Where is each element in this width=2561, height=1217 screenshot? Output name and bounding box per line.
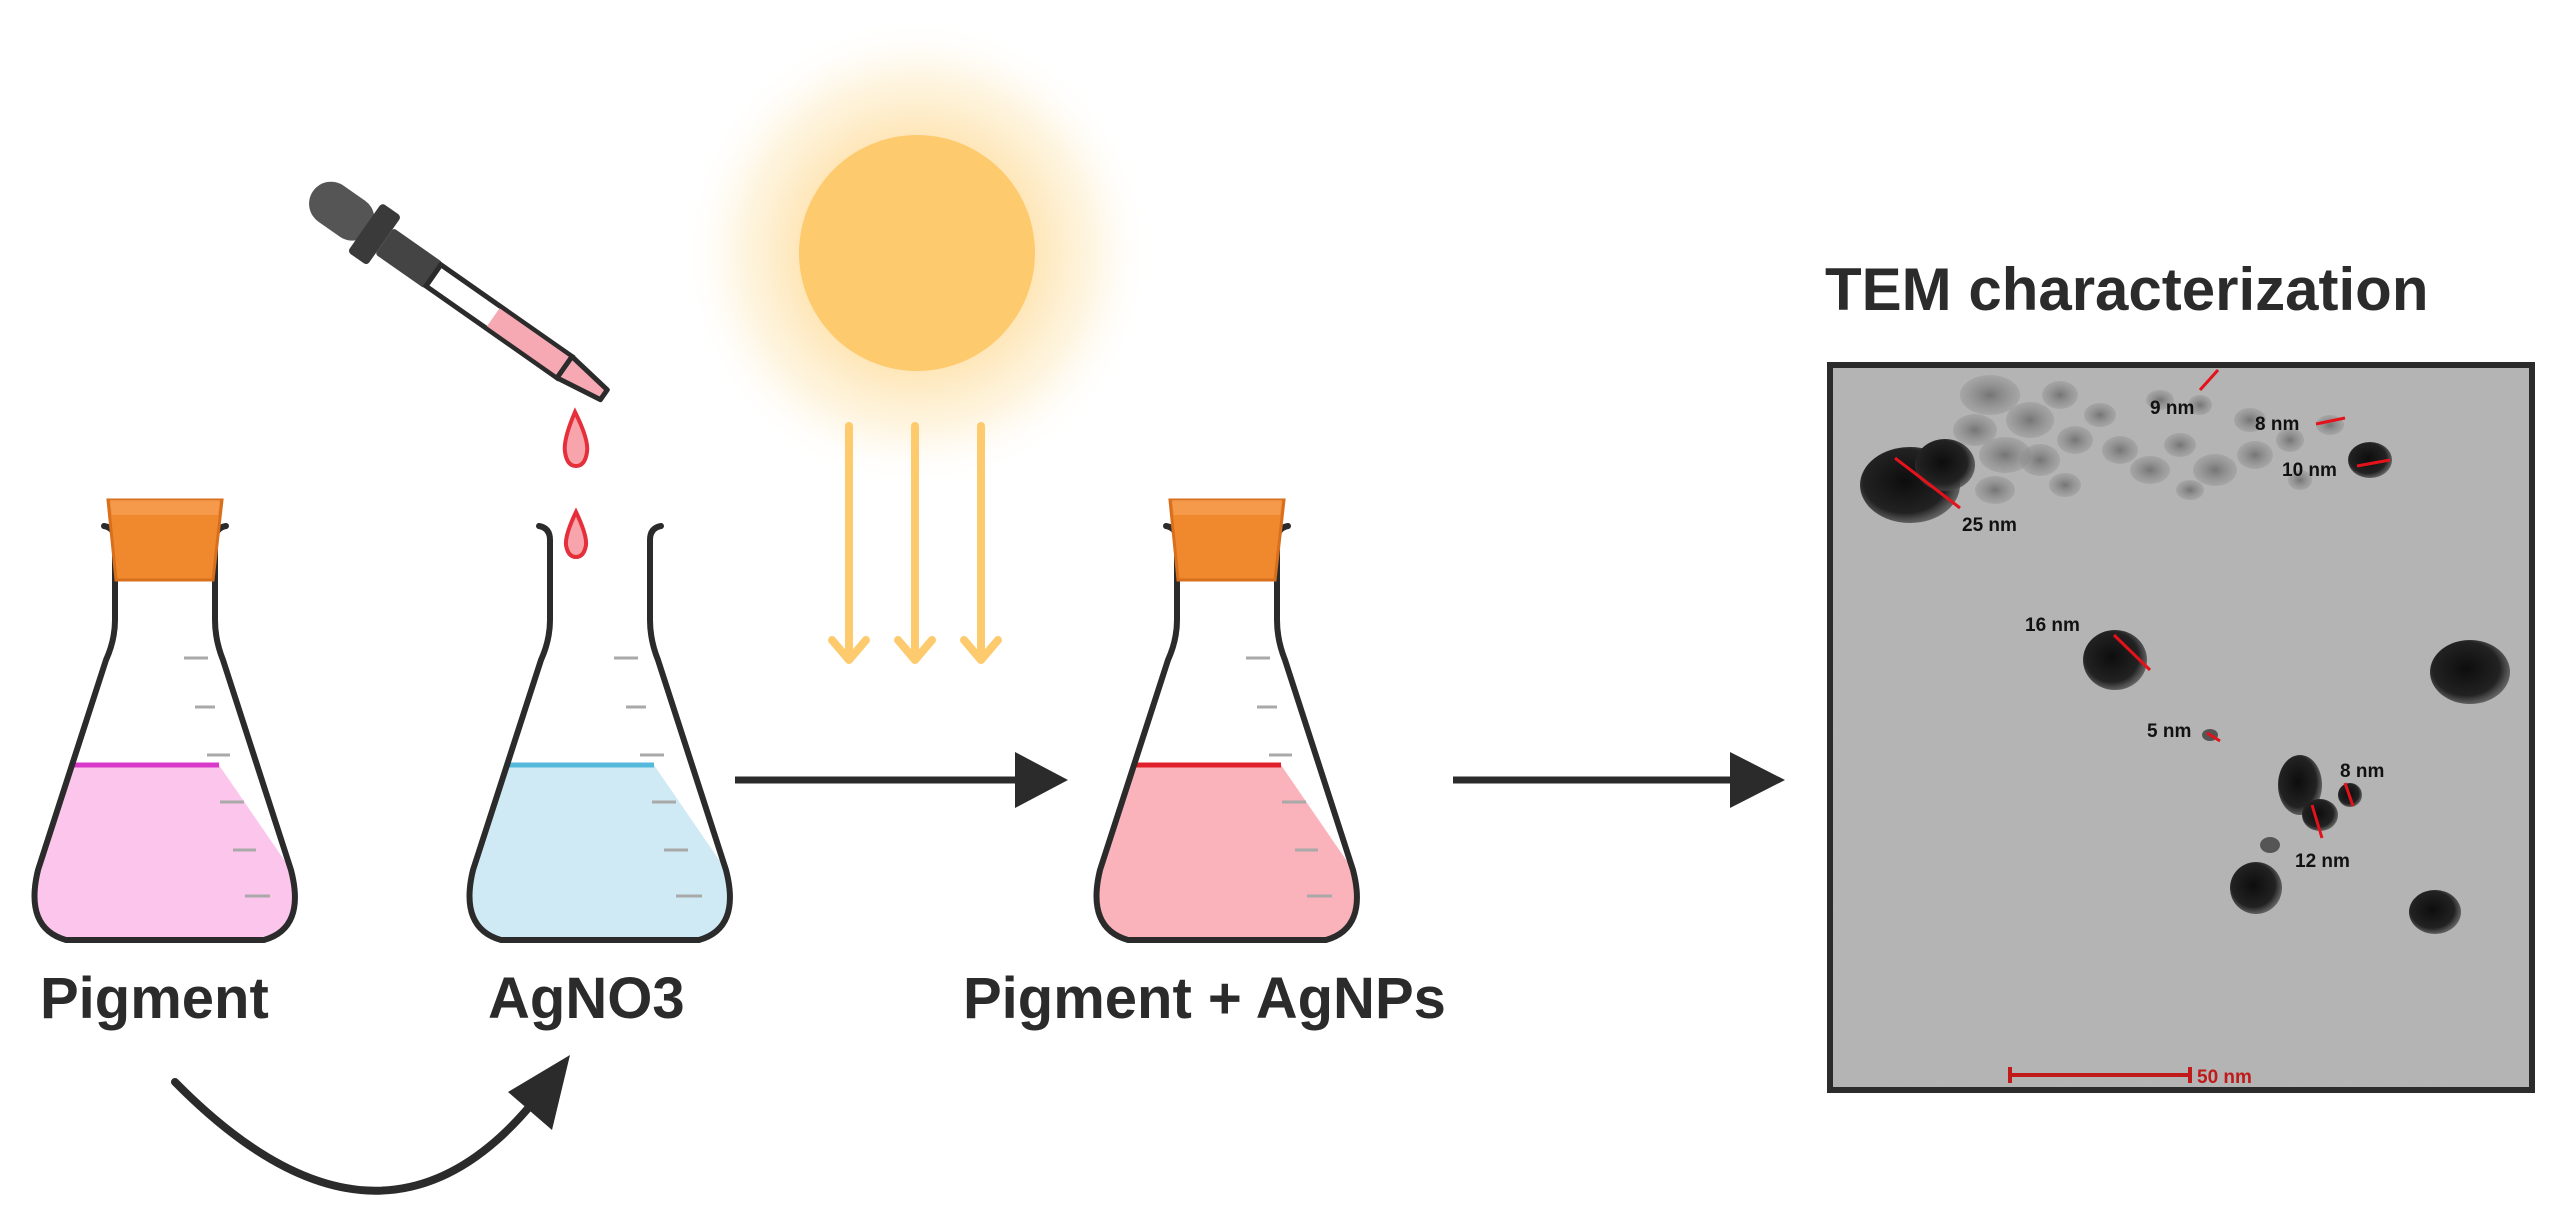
flask-icon	[31, 540, 298, 943]
flask-graduations	[184, 656, 270, 898]
curved-arrow-icon	[171, 1055, 570, 1195]
flask-agno3-liquid	[469, 765, 730, 940]
light-rays	[828, 422, 1002, 664]
dropper-icon	[309, 181, 610, 403]
flask-icon	[466, 540, 733, 943]
nanoparticle	[2302, 799, 2338, 831]
label-pigment: Pigment	[40, 966, 269, 1031]
nanoparticle	[2430, 640, 2510, 704]
measurement-label: 10 nm	[2282, 460, 2337, 481]
flask-graduations	[614, 656, 702, 898]
measurement-label: 5 nm	[2147, 721, 2191, 742]
sun-icon	[682, 18, 1152, 488]
particle-cluster	[1953, 375, 2344, 504]
tem-title: TEM characterization	[1825, 256, 2429, 323]
scale-bar	[2008, 1067, 2192, 1083]
nanoparticle	[2348, 442, 2392, 478]
flask-product-liquid	[1096, 765, 1357, 940]
measurement-label: 25 nm	[1962, 515, 2017, 536]
nanoparticle	[2083, 630, 2147, 690]
flask-agno3	[466, 523, 733, 943]
nanoparticle	[2278, 755, 2322, 815]
label-agno3: AgNO3	[488, 966, 685, 1031]
scale-bar-label: 50 nm	[2197, 1067, 2252, 1088]
tem-micrograph: 9 nm 8 nm 10 nm 25 nm 16 nm 5 nm 8 nm 12…	[1827, 362, 2535, 1093]
flask-pigment	[31, 498, 298, 943]
stopper-icon	[106, 498, 224, 582]
nanoparticle	[2409, 890, 2461, 934]
measurement-label: 12 nm	[2295, 851, 2350, 872]
measurement-lines	[1894, 368, 2391, 839]
label-product: Pigment + AgNPs	[963, 966, 1446, 1031]
measurement-label: 16 nm	[2025, 615, 2080, 636]
arrow-icon	[735, 752, 1068, 808]
nanoparticle	[2260, 837, 2280, 853]
measurement-label: 9 nm	[2150, 398, 2194, 419]
drop-icon	[562, 407, 590, 469]
stopper-icon	[1168, 498, 1286, 582]
drop-icon	[563, 507, 589, 560]
flask-graduations	[1246, 656, 1332, 898]
arrow-icon	[1453, 752, 1785, 808]
measurement-label: 8 nm	[2340, 761, 2384, 782]
flask-icon	[1093, 540, 1360, 943]
flask-pigment-liquid	[34, 765, 295, 940]
nanoparticle	[1915, 439, 1975, 491]
measurement-label: 8 nm	[2255, 414, 2299, 435]
flask-product	[1093, 498, 1360, 943]
nanoparticle	[2230, 862, 2282, 914]
